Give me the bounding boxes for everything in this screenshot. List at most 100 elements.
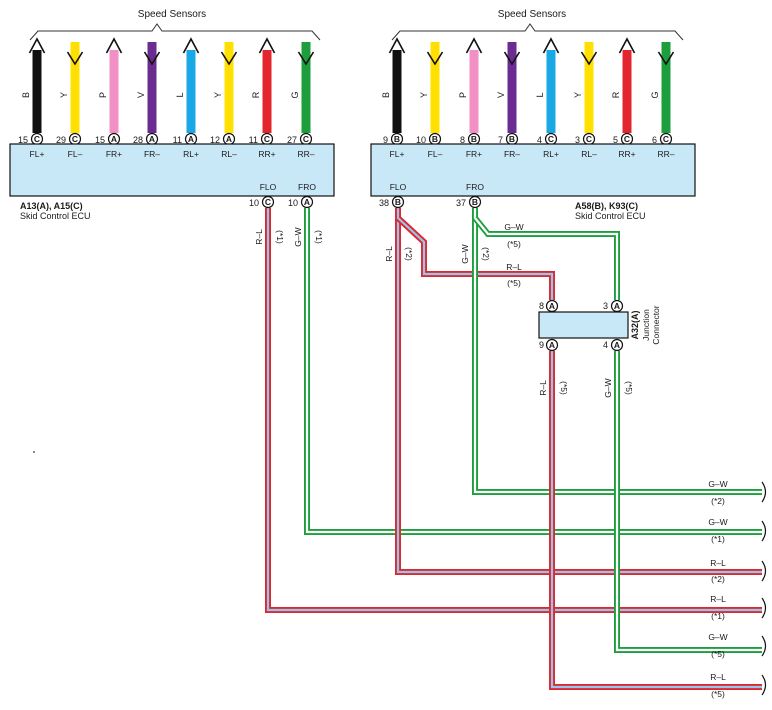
right-ecu-terminals: FL+ FL– FR+ FR– RL+ RL– RR+ RR–	[390, 149, 675, 159]
left-skid-control-ecu: FL+ FL– FR+ FR– RL+ RL– RR+ RR– FLO FRO …	[9, 143, 335, 221]
right-pin-numbers: 9 10 8 7 4 3 5 6	[383, 135, 657, 145]
ecu-output-pins: C A B B	[261, 195, 482, 209]
right-sensor-wire-7	[618, 37, 636, 133]
right-sensor-wire-8	[657, 42, 675, 133]
left-pin-connector-8: C	[303, 134, 309, 144]
left-terminal-4: FR–	[144, 149, 160, 159]
left-sensor-wire-1	[28, 37, 46, 133]
right-wire-code-3: P	[458, 92, 468, 98]
right-fro-pin-circle	[468, 195, 482, 209]
right-pin-number-1: 9	[383, 135, 388, 145]
right-skid-control-ecu: FL+ FL– FR+ FR– RL+ RL– RR+ RR– FLO FRO …	[370, 143, 696, 221]
right-wire-code-6: Y	[573, 92, 583, 98]
left-sensor-wire-7	[258, 37, 276, 133]
left-flo-wire-label: R–L	[254, 229, 264, 245]
right-terminal-5: RL+	[543, 149, 559, 159]
output-4-wire: R–L	[710, 594, 726, 604]
output-5-end-mark	[761, 635, 767, 657]
wire-right-fro-gw-2	[472, 208, 762, 495]
junction-in-rl-label: R–L	[506, 262, 522, 272]
wire-right-flo-rl-2	[395, 208, 762, 575]
right-wire-code-2: Y	[419, 92, 429, 98]
left-pin-connector-3: A	[111, 134, 117, 144]
left-flo-pin-number: 10	[249, 198, 259, 208]
right-wire-code-1: B	[381, 92, 391, 98]
right-fro-wire-label: G–W	[460, 244, 470, 263]
left-fro-pin-number: 10	[288, 198, 298, 208]
left-terminal-7: RR+	[258, 149, 275, 159]
output-3-wire: R–L	[710, 558, 726, 568]
left-sensor-wire-6	[220, 42, 238, 133]
wire-right-fro-branch-to-junction	[472, 216, 620, 300]
right-sensor-wires	[388, 37, 675, 133]
right-wire-code-7: R	[611, 91, 621, 98]
junction-pin-3-connector: A	[614, 301, 620, 311]
right-sensor-wire-1	[388, 37, 406, 133]
right-pin-connector-5: C	[548, 134, 554, 144]
left-sensor-wire-5	[182, 37, 200, 133]
left-pin-number-1: 15	[18, 135, 28, 145]
right-terminal-fro: FRO	[466, 182, 484, 192]
output-3-note: (*2)	[711, 574, 725, 584]
left-ecu-terminals: FL+ FL– FR+ FR– RL+ RL– RR+ RR–	[30, 149, 315, 159]
left-flo-wire-note: (*1)	[275, 230, 285, 244]
junction-out-rl-label: R–L	[538, 380, 548, 396]
left-terminal-5: RL+	[183, 149, 199, 159]
left-sensor-wire-4	[143, 42, 161, 133]
right-pin-number-4: 7	[498, 135, 503, 145]
left-fro-connector: A	[304, 197, 310, 207]
output-2-note: (*1)	[711, 534, 725, 544]
left-terminal-1: FL+	[30, 149, 45, 159]
right-sensor-wire-2	[426, 42, 444, 133]
left-ecu-box	[9, 143, 335, 197]
output-1-end-mark	[761, 481, 767, 503]
junction-pin-4-number: 4	[603, 340, 608, 350]
left-pin-connector-1: C	[34, 134, 40, 144]
left-terminal-8: RR–	[297, 149, 314, 159]
left-fro-wire-label: G–W	[293, 227, 303, 246]
output-5-wire: G–W	[708, 632, 727, 642]
ecu-output-wire-labels: R–L (*1) G–W (*1) R–L (*2) G–W (*2) G–W …	[254, 222, 524, 288]
right-pin-number-6: 3	[575, 135, 580, 145]
wire-left-fro-gw-1	[304, 208, 762, 535]
junction-pin-circle-3	[610, 299, 624, 313]
left-pin-connector-2: C	[72, 134, 78, 144]
output-3-end-mark	[761, 560, 767, 582]
left-wire-code-5: L	[175, 92, 185, 97]
right-fro-pin-number: 37	[456, 198, 466, 208]
right-terminal-7: RR+	[618, 149, 635, 159]
left-sensors-title: Speed Sensors	[138, 9, 206, 20]
left-fro-pin-circle	[300, 195, 314, 209]
stray-dot	[33, 451, 35, 453]
junction-name-line1: Junction	[641, 309, 651, 341]
junction-pin-circle-8	[545, 299, 559, 313]
right-sensors-bracket	[391, 23, 684, 41]
right-flo-connector: B	[395, 197, 401, 207]
left-wire-code-4: V	[136, 92, 146, 98]
left-wire-code-6: Y	[213, 92, 223, 98]
right-flo-pin-number: 38	[379, 198, 389, 208]
left-pin-number-4: 28	[133, 135, 143, 145]
left-ecu-part-code: A13(A), A15(C)	[20, 201, 83, 211]
right-pin-connectors: B B B B C C C C	[390, 132, 673, 146]
junction-pin-4-connector: A	[614, 340, 620, 350]
output-1-wire: G–W	[708, 479, 727, 489]
wire-left-flo-rl-1	[265, 208, 762, 613]
left-pin-number-6: 12	[210, 135, 220, 145]
right-terminal-4: FR–	[504, 149, 520, 159]
left-wire-code-7: R	[251, 91, 261, 98]
junction-pin-circle-9	[545, 338, 559, 352]
right-flo-pin-circle	[391, 195, 405, 209]
left-pin-connector-5: A	[188, 134, 194, 144]
left-wire-codes: B Y P V L Y R G	[21, 91, 300, 98]
junction-connector: A A A A 8 3 9 4 A32(A) Junction Connecto…	[538, 299, 661, 398]
right-terminal-3: FR+	[466, 149, 482, 159]
junction-in-gw-label: G–W	[504, 222, 523, 232]
right-pin-number-5: 4	[537, 135, 542, 145]
right-wire-code-5: L	[535, 92, 545, 97]
right-wire-codes: B Y P V L Y R G	[381, 91, 660, 98]
right-pin-connector-8: C	[663, 134, 669, 144]
output-2-end-mark	[761, 520, 767, 542]
right-ecu-part-code: A58(B), K93(C)	[575, 201, 638, 211]
